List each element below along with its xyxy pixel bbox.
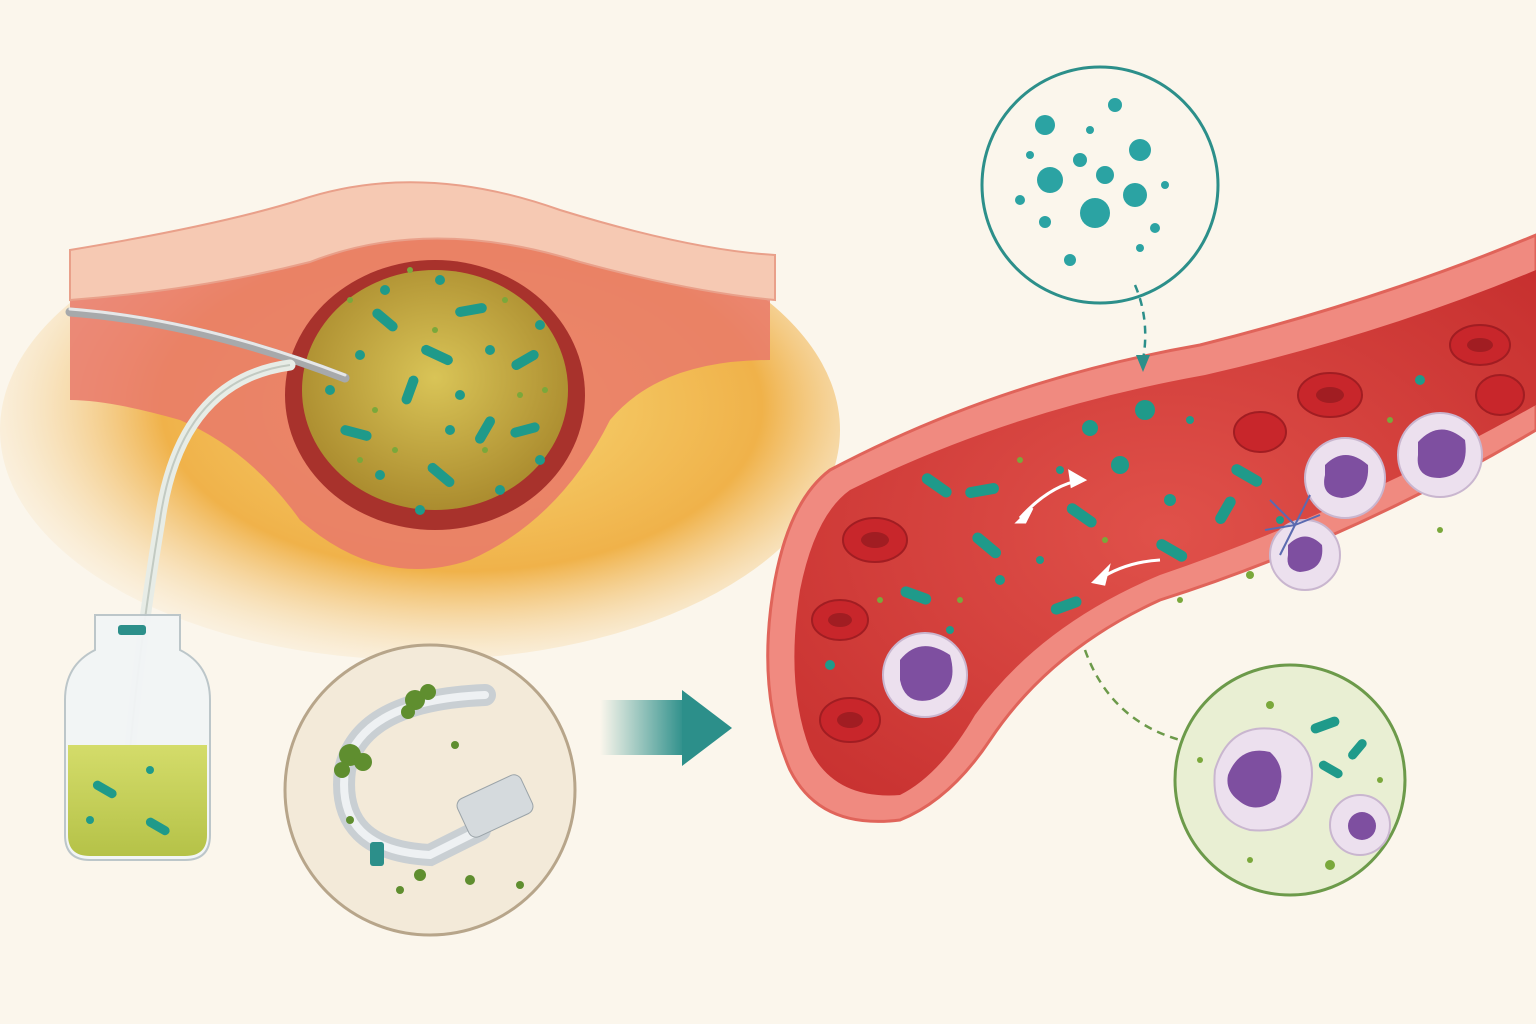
catheter-ring <box>370 842 384 866</box>
inset-green-particles <box>1197 701 1383 870</box>
motion-arrows <box>1014 469 1161 586</box>
skin-layer <box>69 181 776 302</box>
abscess-cavity <box>302 270 568 510</box>
progression-arrow <box>600 690 732 766</box>
particles-connector-line <box>1133 284 1147 361</box>
particles-connector-arrowhead <box>1136 355 1150 372</box>
bacteria-burst <box>1264 494 1321 556</box>
particles <box>1015 98 1169 266</box>
abscess-green-particles <box>347 267 548 463</box>
contaminated-catheter-inset <box>283 643 577 937</box>
phagocytosis-connector-line <box>1083 649 1181 742</box>
bottle-bacteria <box>86 766 170 836</box>
red-blood-cell-centers <box>828 338 1493 728</box>
phagocytosis-inset <box>1083 649 1407 897</box>
catheter-connector <box>456 774 534 838</box>
biofilm-clusters <box>334 684 524 894</box>
drainage-bottle <box>64 614 211 861</box>
inset-bacteria <box>1310 716 1367 779</box>
catheter-inset-circle <box>283 643 577 937</box>
blood-bacteria <box>825 375 1425 670</box>
abscess-bacteria <box>325 275 545 515</box>
arrow-right-icon <box>682 690 732 766</box>
drainage-fluid <box>68 745 207 856</box>
circulating-particles-inset <box>980 65 1220 372</box>
blood-green-particles <box>877 417 1443 603</box>
drain-needle <box>65 307 350 383</box>
particles-inset-circle <box>980 65 1220 305</box>
phagocyte-nucleus <box>1227 750 1282 808</box>
blood-vessel-bacteremia <box>766 233 1536 823</box>
bottle-tube-clamp <box>118 625 146 635</box>
abscess-with-drain <box>0 181 840 756</box>
